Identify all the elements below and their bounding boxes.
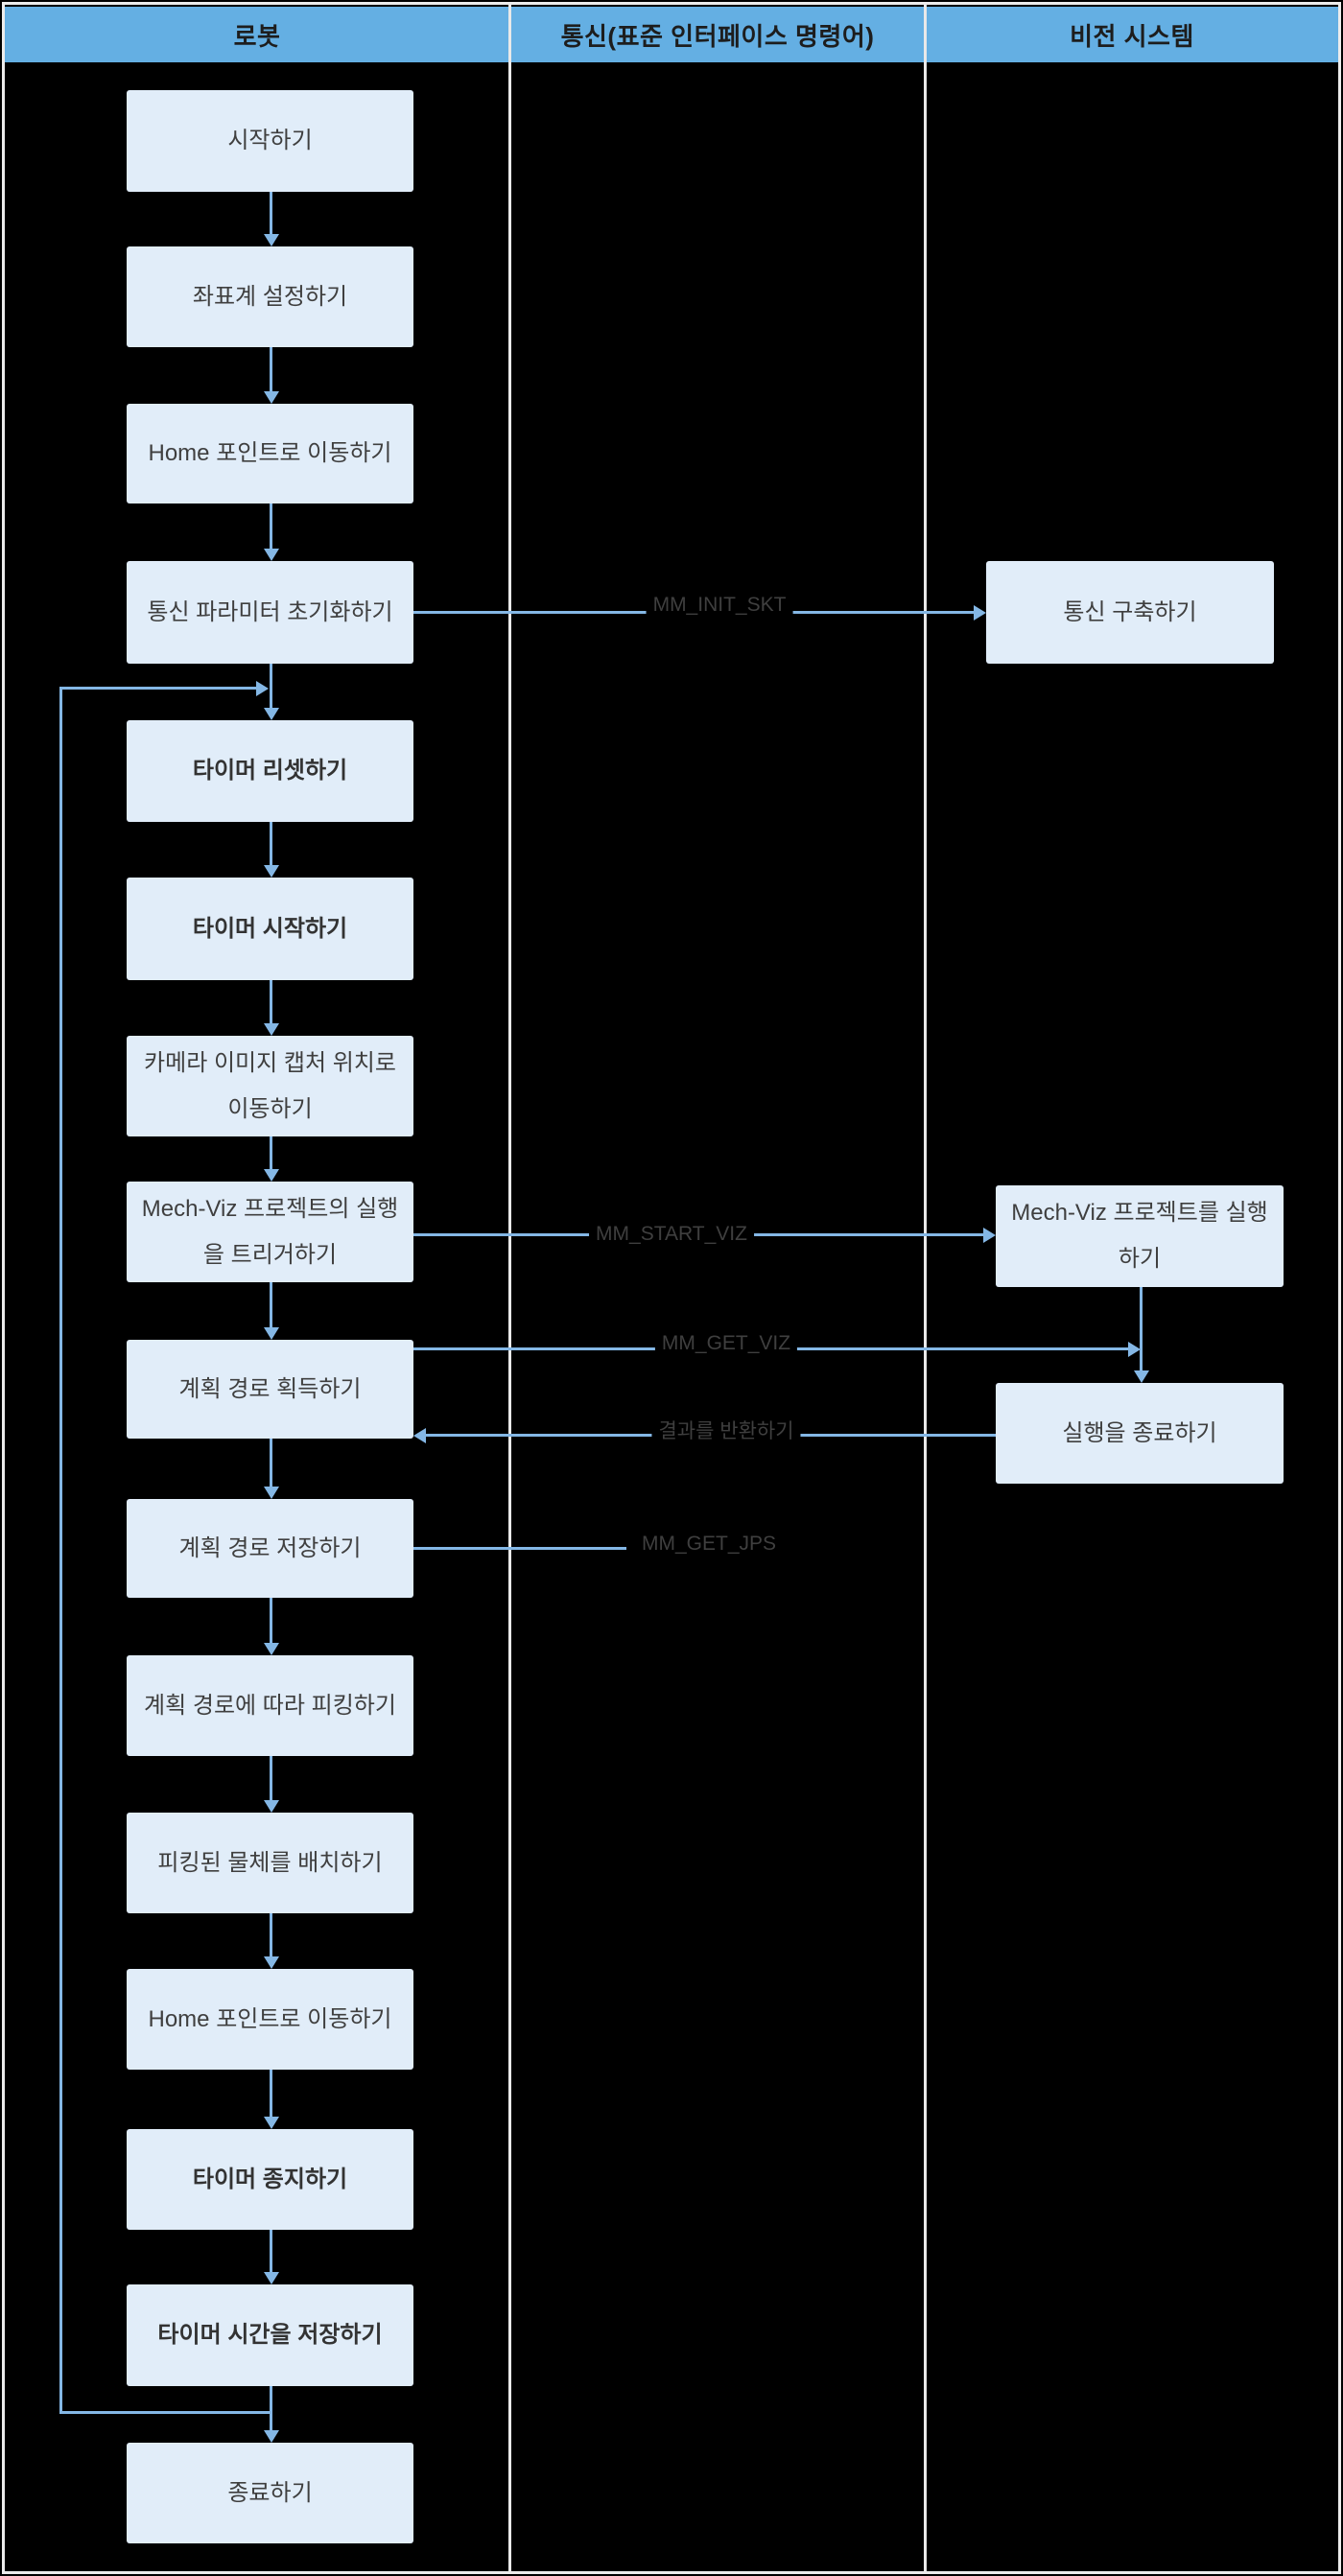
flow-box-move-capture-pos: 카메라 이미지 캡처 위치로 이동하기 — [127, 1036, 413, 1136]
lane-header-vision-system: 비전 시스템 — [1070, 21, 1194, 51]
lane-header-row: 로봇 통신(표준 인터페이스 명령어) 비전 시스템 — [5, 7, 1338, 62]
flow-box-timer-stop: 타이머 종지하기 — [127, 2129, 413, 2230]
arrow-home2-to-timerstop — [263, 2070, 279, 2129]
flow-box-save-planned-path: 계획 경로 저장하기 — [127, 1499, 413, 1598]
loop-segment-left — [59, 687, 62, 2414]
msg-label-mm-init-skt: MM_INIT_SKT — [646, 594, 793, 617]
flow-box-init-comm-params: 통신 파라미터 초기화하기 — [127, 561, 413, 664]
lane-divider-2 — [924, 5, 927, 2571]
arrow-home1-to-init — [263, 503, 279, 561]
line-mm-get-jps — [413, 1547, 626, 1550]
flow-box-timer-reset: 타이머 리셋하기 — [127, 720, 413, 822]
flow-box-pick-along-path: 계획 경로에 따라 피킹하기 — [127, 1655, 413, 1756]
arrow-start-to-capture — [263, 980, 279, 1036]
arrow-place-to-home2 — [263, 1913, 279, 1969]
arrow-trigger-to-getpath — [263, 1282, 279, 1340]
flow-box-timer-start: 타이머 시작하기 — [127, 878, 413, 980]
flow-box-timer-save: 타이머 시간을 저장하기 — [127, 2284, 413, 2386]
flow-box-get-planned-path: 계획 경로 획득하기 — [127, 1340, 413, 1439]
arrow-init-to-timerreset — [263, 664, 279, 720]
loop-arrow-top — [59, 680, 269, 696]
flow-box-trigger-mechviz: Mech-Viz 프로젝트의 실행을 트리거하기 — [127, 1182, 413, 1282]
flow-box-establish-comm: 통신 구축하기 — [986, 561, 1274, 664]
lane-divider-1 — [508, 5, 511, 2571]
flow-box-place-object: 피킹된 물체를 배치하기 — [127, 1813, 413, 1913]
arrow-getpath-to-savepath — [263, 1439, 279, 1499]
flow-box-set-coordinate: 좌표계 설정하기 — [127, 246, 413, 347]
flow-box-finish-execution: 실행을 종료하기 — [996, 1383, 1284, 1484]
arrow-timersave-to-end — [263, 2386, 279, 2443]
msg-label-mm-get-jps: MM_GET_JPS — [635, 1533, 784, 1556]
flow-box-move-home-1: Home 포인트로 이동하기 — [127, 404, 413, 503]
lane-header-robot: 로봇 — [233, 21, 281, 51]
msg-label-mm-get-viz: MM_GET_VIZ — [654, 1332, 798, 1355]
arrow-reset-to-timerstart — [263, 822, 279, 878]
loop-segment-bottom — [59, 2411, 271, 2414]
msg-label-mm-start-viz: MM_START_VIZ — [589, 1223, 754, 1246]
arrow-savepath-to-pick — [263, 1598, 279, 1655]
msg-label-return-result: 결과를 반환하기 — [651, 1416, 801, 1444]
arrow-capture-to-trigger — [263, 1136, 279, 1182]
flow-box-run-mechviz: Mech-Viz 프로젝트를 실행하기 — [996, 1185, 1284, 1287]
arrow-stop-to-timersave — [263, 2230, 279, 2284]
arrow-pick-to-place — [263, 1756, 279, 1813]
arrow-runmechviz-to-finish — [1133, 1287, 1149, 1383]
flow-box-start: 시작하기 — [127, 90, 413, 192]
flow-box-move-home-2: Home 포인트로 이동하기 — [127, 1969, 413, 2070]
flow-box-end: 종료하기 — [127, 2443, 413, 2543]
arrow-start-to-coord — [263, 192, 279, 246]
lane-header-communication: 통신(표준 인터페이스 명령어) — [560, 21, 875, 51]
arrow-coord-to-home1 — [263, 347, 279, 404]
